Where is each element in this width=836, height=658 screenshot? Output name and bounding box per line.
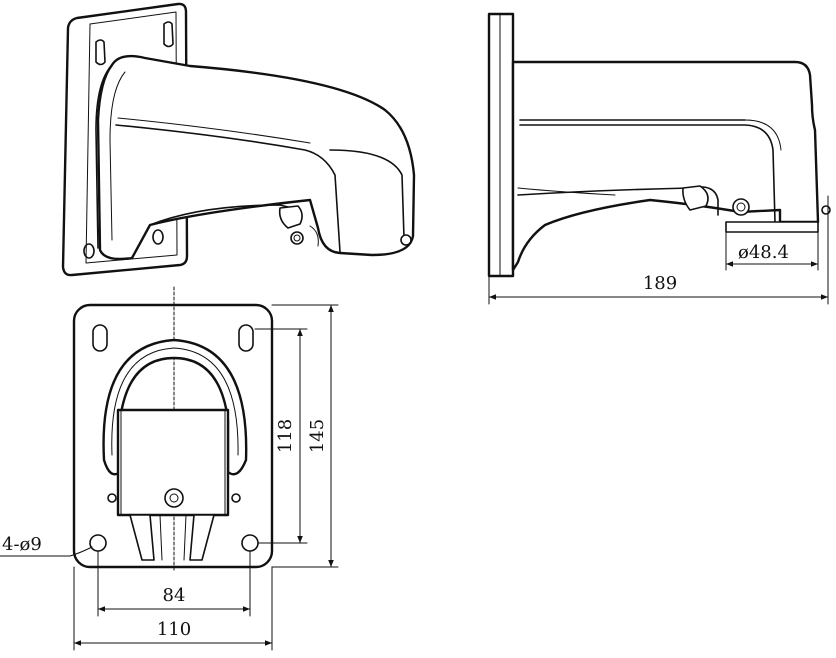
keyhole-right (238, 324, 254, 352)
hole-spacing-horizontal-label: 84 (163, 585, 186, 606)
length-dimension-label: 189 (643, 273, 677, 294)
hole-spacing-vertical-label: 118 (275, 419, 296, 453)
iso-arm-body (96, 54, 416, 261)
front-view: 145 118 84 110 4-ø9 (0, 286, 339, 651)
isometric-view (61, 2, 416, 277)
plate-height-label: 145 (307, 419, 328, 453)
side-view: ø48.4 189 (487, 12, 831, 305)
mounting-holes-label: 4-ø9 (2, 534, 42, 555)
side-wall-plate (487, 12, 515, 278)
side-arm-body (511, 60, 820, 272)
pipe-diameter-label: ø48.4 (738, 242, 789, 263)
keyhole-left (92, 324, 108, 352)
plate-width-label: 110 (157, 619, 191, 640)
